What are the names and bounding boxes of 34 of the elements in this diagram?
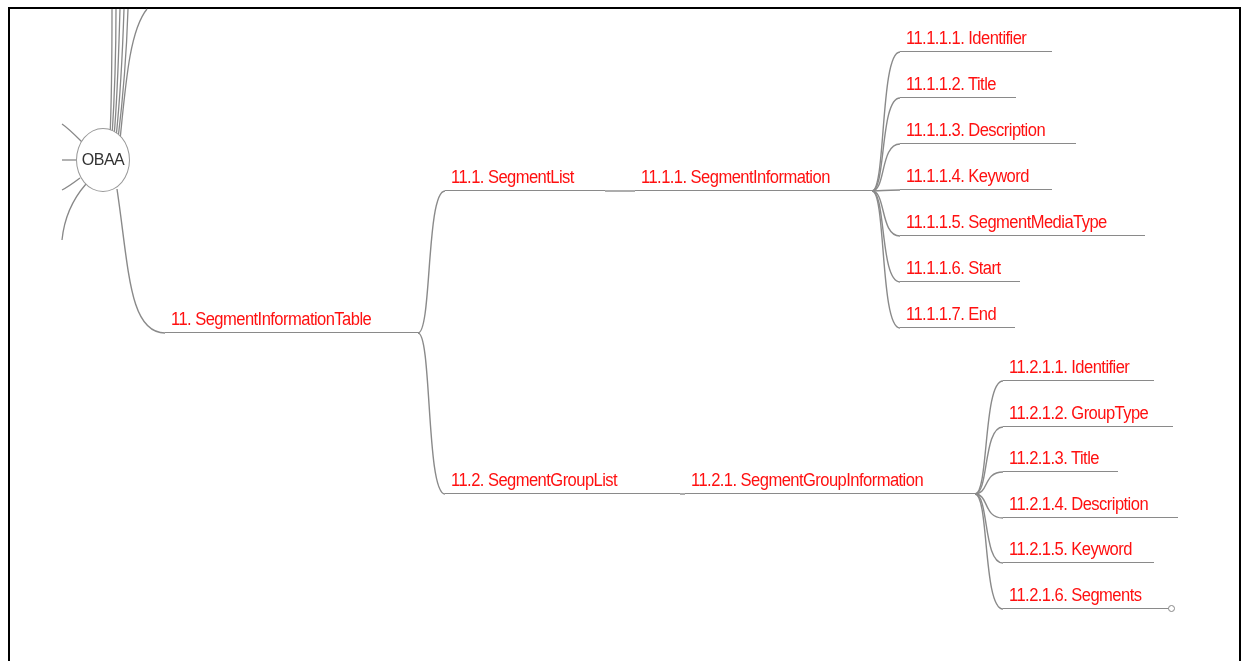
node-label: 11.2.1.6. Segments	[1009, 585, 1142, 606]
branch-line	[417, 332, 446, 495]
branch-line	[871, 189, 901, 192]
node-label: 11.2.1.1. Identifier	[1009, 357, 1130, 378]
branch-line	[679, 493, 686, 495]
node-label: 11.1.1.4. Keyword	[906, 166, 1029, 187]
branch-line	[871, 51, 901, 192]
branch-line	[871, 190, 901, 283]
node-label: 11.1. SegmentList	[451, 167, 574, 188]
node-label: 11.2.1.5. Keyword	[1009, 539, 1132, 560]
branch-line	[417, 190, 446, 334]
branch-line	[974, 493, 1004, 610]
node-label: 11. SegmentInformationTable	[171, 309, 372, 330]
node-label: 11.1.1. SegmentInformation	[641, 167, 830, 188]
root-circle	[76, 128, 130, 192]
node-label: 11.1.1.1. Identifier	[906, 28, 1027, 49]
node-label: 11.2.1.4. Description	[1009, 494, 1149, 515]
branch-line	[974, 471, 1004, 495]
node-label: 11.2.1. SegmentGroupInformation	[691, 470, 924, 491]
branch-line	[974, 426, 1004, 495]
branch-line	[974, 380, 1004, 495]
node-label: 11.1.1.3. Description	[906, 120, 1046, 141]
branch-line	[974, 493, 1004, 564]
node-label: 11.2.1.3. Title	[1009, 448, 1099, 469]
node-label: 11.1.1.5. SegmentMediaType	[906, 212, 1107, 233]
node-label: 11.2. SegmentGroupList	[451, 470, 618, 491]
branch-line	[116, 188, 166, 334]
branch-line	[604, 190, 636, 192]
node-label: 11.1.1.6. Start	[906, 258, 1001, 279]
node-label: 11.2.1.2. GroupType	[1009, 403, 1149, 424]
node-label: OBAA	[81, 151, 125, 169]
node-label: 11.1.1.7. End	[906, 304, 997, 325]
branch-line	[871, 190, 901, 329]
node-label: 11.1.1.2. Title	[906, 74, 996, 95]
